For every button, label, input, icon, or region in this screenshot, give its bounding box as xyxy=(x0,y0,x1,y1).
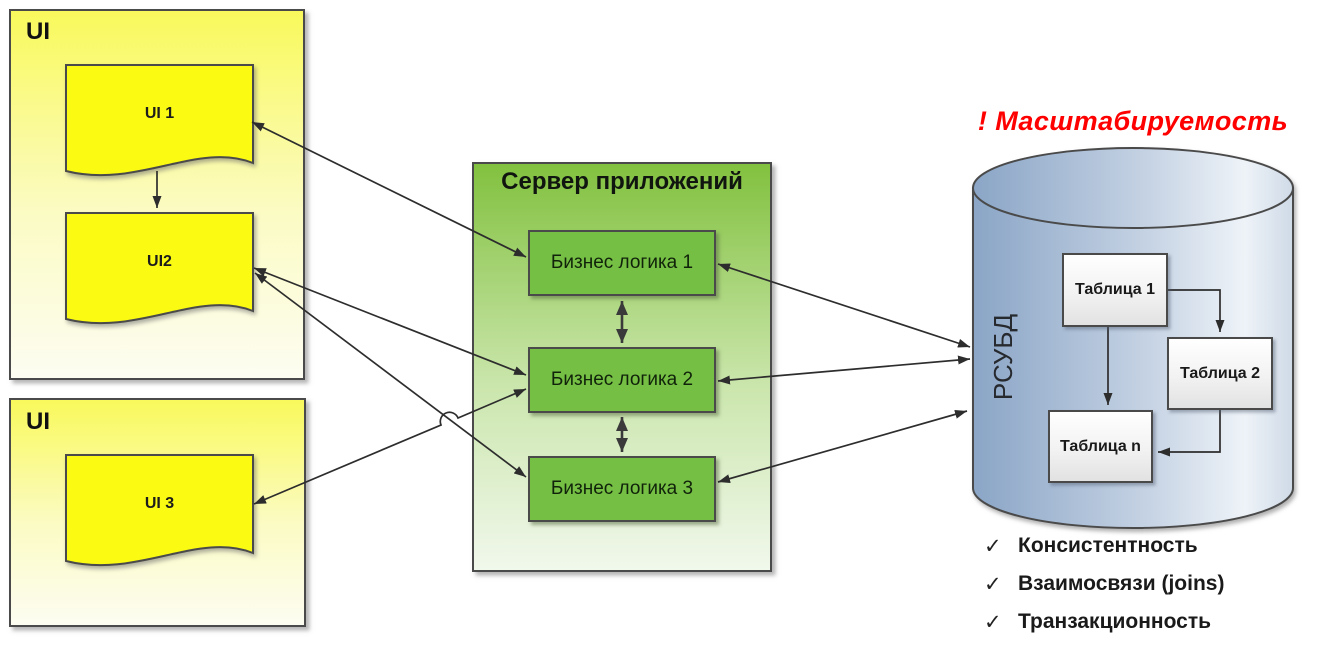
business-logic-1-box: Бизнес логика 1 xyxy=(528,230,716,296)
arrow-table1-table2 xyxy=(1168,289,1225,332)
checkmark-icon: ✓ xyxy=(984,610,1002,634)
ui2-document-label: UI2 xyxy=(147,253,172,270)
database-label: РСУБД xyxy=(987,313,1018,401)
ui-group-2-label: UI xyxy=(26,408,50,435)
feature-row: ✓ Консистентность xyxy=(972,527,1312,565)
ui1-document-label: UI 1 xyxy=(144,105,175,122)
table-n-box: Таблица n xyxy=(1048,410,1153,483)
ui3-document-label: UI 3 xyxy=(144,495,175,512)
feature-label: Транзакционность xyxy=(1018,610,1212,633)
table-1-box: Таблица 1 xyxy=(1062,253,1168,327)
business-logic-3-box: Бизнес логика 3 xyxy=(528,456,716,522)
arrow-table2-tablen xyxy=(1158,410,1221,457)
feature-label: Взаимосвязи (joins) xyxy=(1018,572,1225,595)
scalability-warning: ! Масштабируемость xyxy=(977,106,1289,136)
checkmark-icon: ✓ xyxy=(984,572,1002,596)
ui-group-1-label: UI xyxy=(26,18,50,45)
business-logic-2-box: Бизнес логика 2 xyxy=(528,347,716,413)
table-2-box: Таблица 2 xyxy=(1167,337,1273,410)
feature-label: Консистентность xyxy=(1018,534,1198,557)
feature-row: ✓ Транзакционность xyxy=(972,603,1312,641)
database-feature-list: ✓ Консистентность ✓ Взаимосвязи (joins) … xyxy=(972,527,1312,641)
checkmark-icon: ✓ xyxy=(984,534,1002,558)
app-server-title: Сервер приложений xyxy=(501,168,743,195)
feature-row: ✓ Взаимосвязи (joins) xyxy=(972,565,1312,603)
